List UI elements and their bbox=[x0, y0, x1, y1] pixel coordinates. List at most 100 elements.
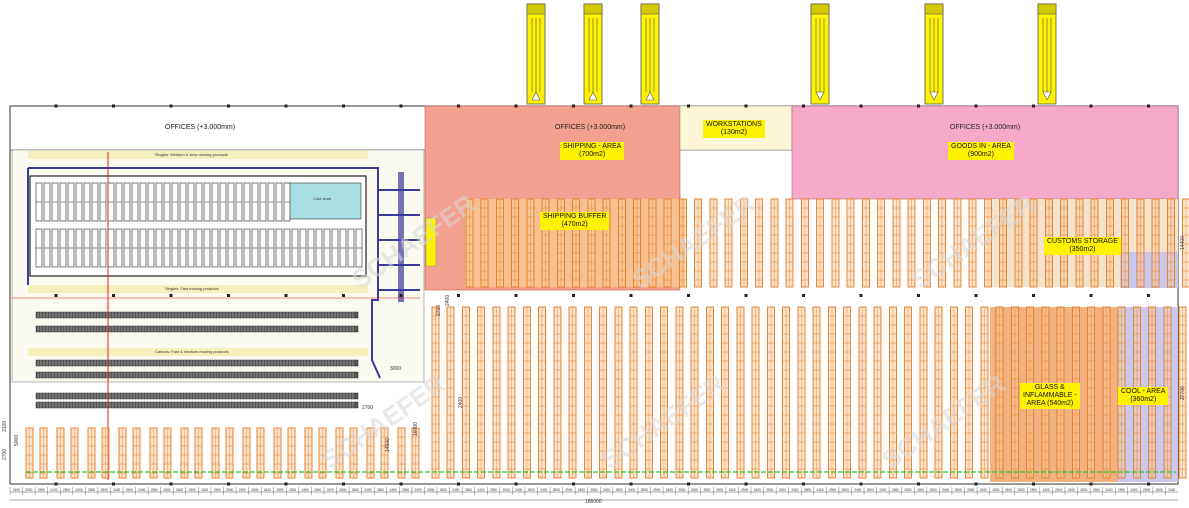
wall-column bbox=[1032, 482, 1035, 486]
singles-slow-label: Singles: Medium & slow moving products bbox=[155, 152, 228, 157]
customs-storage-label: CUSTOMS STORAGE (350m2) bbox=[1044, 237, 1121, 255]
cold-store-label: Cold store bbox=[313, 196, 332, 201]
wall-column bbox=[514, 482, 518, 486]
dimension-segment-label: 2500 bbox=[1017, 488, 1024, 492]
dimension-segment-label: 2400 bbox=[176, 488, 183, 492]
cartons-strip bbox=[28, 348, 368, 356]
wall-column bbox=[629, 482, 633, 486]
dim-v-d: 14500 bbox=[385, 438, 391, 452]
wall-column bbox=[342, 482, 345, 486]
dimension-segment-label: 2400 bbox=[980, 488, 987, 492]
cartons-label: Cartons: Fast & medium moving products bbox=[155, 349, 229, 354]
dock-door-cap bbox=[640, 3, 660, 15]
dimension-segment-label: 2500 bbox=[440, 488, 447, 492]
wall-column bbox=[917, 104, 920, 108]
mid-column bbox=[112, 294, 115, 297]
dimension-segment-label: 2400 bbox=[1068, 488, 1075, 492]
dim-v-e: 16000 bbox=[413, 422, 419, 436]
wall-column bbox=[859, 104, 863, 108]
dimension-segment-label: 2400 bbox=[515, 488, 522, 492]
dimension-segment-label: 2500 bbox=[842, 488, 849, 492]
dimension-segment-label: 2500 bbox=[402, 488, 409, 492]
wall-column bbox=[974, 104, 978, 108]
dimension-segment-label: 2400 bbox=[1105, 488, 1112, 492]
dimension-segment-label: 2500 bbox=[616, 488, 623, 492]
dimension-segment-label: 2500 bbox=[101, 488, 108, 492]
dock-door-cap bbox=[810, 3, 830, 15]
wall-column bbox=[54, 482, 58, 486]
dim-right-b: 27700 bbox=[1180, 386, 1186, 400]
mid-column bbox=[802, 294, 805, 297]
dimension-segment-label: 2400 bbox=[302, 488, 309, 492]
dimension-segment-label: 2400 bbox=[879, 488, 886, 492]
dock-direction-arrow bbox=[531, 91, 541, 101]
dimension-segment-label: 2500 bbox=[678, 488, 685, 492]
dimension-segment-label: 2500 bbox=[892, 488, 899, 492]
singles-fast-strip bbox=[28, 285, 368, 293]
shipping-buffer-label: SHIPPING BUFFER (470m2) bbox=[540, 212, 610, 230]
dock-doors bbox=[526, 3, 1057, 105]
dimension-segment-label: 2500 bbox=[189, 488, 196, 492]
dimension-segment-label: 2400 bbox=[201, 488, 208, 492]
wall-column bbox=[399, 482, 403, 486]
workstations-size: (130m2) bbox=[720, 129, 747, 136]
mid-column bbox=[687, 294, 690, 297]
dimension-segment-label: 2500 bbox=[126, 488, 133, 492]
dimension-segment-label: 2400 bbox=[917, 488, 924, 492]
dimension-segment-label: 2500 bbox=[1055, 488, 1062, 492]
dimension-total-label: 186000 bbox=[585, 499, 602, 505]
cool-area-size: (360m2) bbox=[1130, 396, 1157, 403]
singles-fast-label: Singles: Fast moving products bbox=[165, 286, 219, 291]
dimension-segment-label: 2400 bbox=[691, 488, 698, 492]
wall-column bbox=[859, 482, 863, 486]
wall-column bbox=[572, 482, 575, 486]
shipping-buffer-title: SHIPPING BUFFER bbox=[543, 213, 607, 220]
dimension-segment-label: 2400 bbox=[603, 488, 610, 492]
packing-stations bbox=[425, 217, 437, 267]
dimension-segment-label: 2400 bbox=[113, 488, 120, 492]
singles-slow-strip bbox=[28, 151, 368, 159]
dimension-segment-label: 2500 bbox=[465, 488, 472, 492]
mid-column bbox=[572, 294, 575, 297]
cool-area-title: COOL - AREA bbox=[1121, 388, 1166, 395]
wall-column bbox=[687, 104, 690, 108]
wall-column bbox=[284, 104, 288, 108]
dimension-segment-label: 2500 bbox=[528, 488, 535, 492]
mid-column bbox=[1032, 294, 1035, 297]
dimension-segment-label: 2400 bbox=[390, 488, 397, 492]
carton-rack-lines bbox=[35, 311, 359, 409]
wall-column bbox=[802, 482, 805, 486]
dimension-segment-label: 2400 bbox=[314, 488, 321, 492]
wall-column bbox=[917, 482, 920, 486]
dimension-segment-label: 2500 bbox=[352, 488, 359, 492]
dimension-segment-label: 2500 bbox=[930, 488, 937, 492]
cool-area-label: COOL - AREA (360m2) bbox=[1118, 387, 1169, 405]
dimension-segment-label: 2400 bbox=[754, 488, 761, 492]
dimension-segment-label: 2400 bbox=[666, 488, 673, 492]
glass-area-line2: INFLAMMABLE - bbox=[1023, 392, 1077, 399]
wall-column bbox=[227, 104, 230, 108]
dim-v-a: 2700 bbox=[436, 304, 442, 316]
workstations-label: WORKSTATIONS (130m2) bbox=[703, 120, 765, 138]
wall-column bbox=[1089, 104, 1093, 108]
dock-door-cap bbox=[1037, 3, 1057, 15]
dim-left-a: 3100 bbox=[2, 420, 8, 432]
cold-store bbox=[286, 182, 362, 220]
dimension-segment-label: 2400 bbox=[729, 488, 736, 492]
dim-v-b: 2400 bbox=[445, 294, 451, 306]
dimension-segment-label: 2500 bbox=[553, 488, 560, 492]
mid-column bbox=[284, 294, 288, 297]
dimension-segment-label: 2500 bbox=[1118, 488, 1125, 492]
wall-column bbox=[514, 104, 518, 108]
column-markers bbox=[54, 104, 1150, 486]
wall-column bbox=[572, 104, 575, 108]
dock-direction-arrow bbox=[929, 91, 939, 101]
dimension-segment-label: 2500 bbox=[226, 488, 233, 492]
dimension-segment-label: 2500 bbox=[251, 488, 258, 492]
dimension-segment-label: 2400 bbox=[76, 488, 83, 492]
dimension-segment-label: 2400 bbox=[942, 488, 949, 492]
dimension-segment-label: 2400 bbox=[1168, 488, 1175, 492]
dimension-segment-label: 2500 bbox=[339, 488, 346, 492]
dimension-segment-label: 2500 bbox=[967, 488, 974, 492]
dimension-segment-label: 2400 bbox=[327, 488, 334, 492]
